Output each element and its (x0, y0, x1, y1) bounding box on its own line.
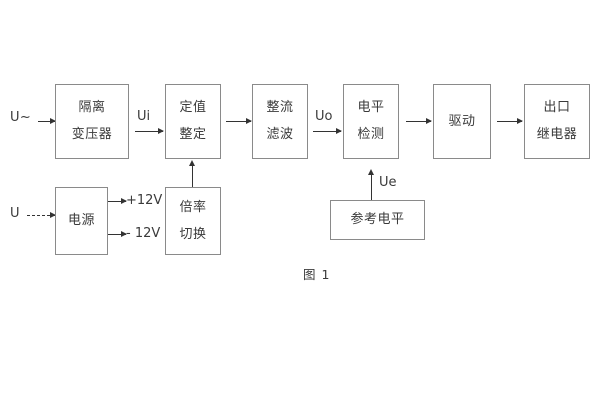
arrow-rail-positive (108, 197, 127, 204)
block-multiplier-switch: 倍率 切换 (165, 187, 221, 255)
block-level-detect: 电平 检测 (343, 84, 399, 159)
block-level-detect-line1: 电平 (357, 100, 385, 116)
block-output-relay-line2: 继电器 (536, 127, 578, 142)
block-output-relay-line1: 出口 (543, 100, 571, 116)
block-setting-value: 定值 整定 (165, 84, 221, 159)
block-setting-value-line2: 整定 (179, 127, 207, 142)
arrow-input-to-power-supply (27, 212, 56, 219)
block-drive: 驱动 (433, 84, 491, 159)
block-reference-level-line1: 参考电平 (350, 212, 405, 228)
block-multiplier-switch-line1: 倍率 (179, 199, 207, 215)
input-label-u-ac: U~ (10, 110, 32, 125)
block-isolation-transformer-line1: 隔离 (78, 100, 106, 116)
input-label-u-dc: U (10, 206, 20, 221)
block-level-detect-line2: 检测 (357, 127, 385, 142)
arrow-setting-value-to-rectify-filter (226, 117, 252, 124)
block-power-supply: 电源 (55, 187, 108, 255)
block-output-relay: 出口 继电器 (524, 84, 590, 159)
signal-label-uo: Uo (315, 109, 333, 124)
signal-label-ui: Ui (137, 109, 151, 124)
arrow-isolation-transformer-to-setting-value (135, 127, 164, 134)
block-isolation-transformer: 隔离 变压器 (55, 84, 129, 159)
arrow-reference-level-to-level-detect (367, 169, 374, 200)
block-isolation-transformer-line2: 变压器 (71, 127, 113, 142)
block-rectify-filter-line1: 整流 (266, 100, 294, 116)
arrow-level-detect-to-drive (406, 117, 432, 124)
signal-label-ue: Ue (379, 175, 397, 190)
block-multiplier-switch-line2: 切换 (179, 226, 207, 242)
arrow-rail-negative (108, 230, 127, 237)
arrow-input-to-isolation-transformer (38, 117, 56, 124)
arrow-rectify-filter-to-level-detect (313, 127, 342, 134)
block-reference-level: 参考电平 (330, 200, 425, 240)
block-power-supply-line1: 电源 (67, 213, 95, 229)
block-drive-line1: 驱动 (448, 113, 476, 129)
rail-label-positive: +12V (126, 193, 163, 208)
rail-label-negative: - 12V (126, 226, 161, 241)
block-setting-value-line1: 定值 (179, 100, 207, 116)
arrow-multiplier-switch-to-setting-value (188, 160, 195, 187)
figure-caption: 图 1 (303, 267, 331, 282)
block-rectify-filter-line2: 滤波 (266, 127, 294, 142)
arrow-drive-to-output-relay (497, 117, 523, 124)
block-rectify-filter: 整流 滤波 (252, 84, 308, 159)
